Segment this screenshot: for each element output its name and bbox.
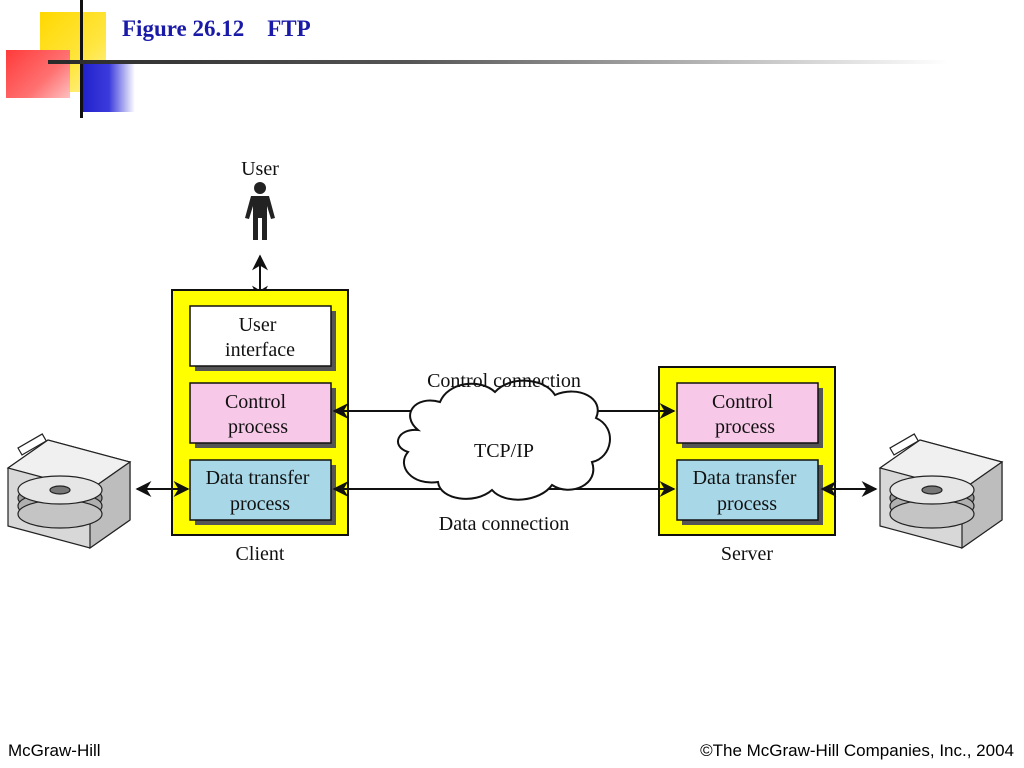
server-label: Server — [721, 543, 774, 565]
title-rule — [48, 60, 948, 64]
footer-copyright: ©The McGraw-Hill Companies, Inc., 2004 — [700, 741, 1014, 760]
client-control-process-box — [189, 382, 332, 444]
user-icon — [245, 182, 275, 240]
svg-text:User interface: User interface — [225, 314, 295, 361]
client-disk-icon — [6, 433, 132, 550]
deco-red-square — [6, 50, 70, 98]
slide-title: Figure 26.12 FTP — [122, 16, 311, 41]
client-data-transfer-box — [189, 459, 332, 521]
client-control-line2: process — [228, 416, 288, 438]
client-data-line2: process — [230, 493, 290, 515]
svg-text:Data transfer process: Data transfer process — [693, 467, 802, 515]
user-label: User — [241, 158, 279, 180]
svg-text:Control process: Control process — [225, 391, 291, 438]
client-ui-line2: interface — [225, 339, 295, 361]
deco-vertical-line — [80, 0, 83, 118]
server-data-line2: process — [717, 493, 777, 515]
client-data-line1: Data transfer — [206, 467, 310, 489]
deco-blue-square — [83, 62, 135, 112]
server-control-process-box — [676, 382, 819, 444]
client-user-interface-box — [189, 305, 332, 367]
ftp-diagram: User User interface Control process Data… — [6, 158, 1004, 565]
control-connection-label: Control connection — [427, 370, 581, 392]
server-control-line1: Control — [712, 391, 774, 413]
footer-publisher: McGraw-Hill — [8, 741, 101, 760]
client-control-line1: Control — [225, 391, 287, 413]
tcpip-label: TCP/IP — [474, 440, 534, 462]
data-connection-label: Data connection — [439, 513, 570, 535]
server-data-line1: Data transfer — [693, 467, 797, 489]
svg-text:Control process: Control process — [712, 391, 778, 438]
client-label: Client — [236, 543, 285, 565]
svg-text:Data transfer process: Data transfer process — [206, 467, 315, 515]
tcpip-cloud-icon — [396, 379, 611, 501]
server-disk-icon — [878, 433, 1004, 550]
client-ui-line1: User — [239, 314, 277, 336]
server-control-line2: process — [715, 416, 775, 438]
server-data-transfer-box — [676, 459, 819, 521]
